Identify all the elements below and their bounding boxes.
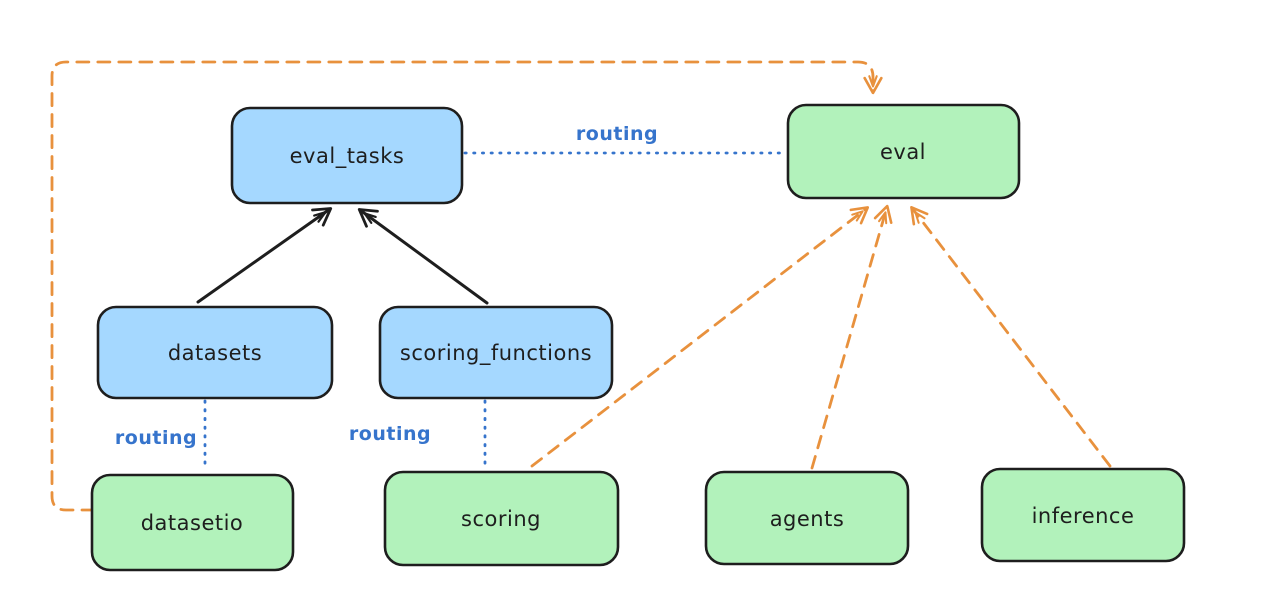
routing-label-eval-tasks-eval: routing (576, 123, 658, 145)
node-inference-label: inference (1032, 504, 1135, 528)
node-eval-tasks-box (230, 106, 464, 205)
node-scoring-functions-label: scoring_functions (400, 341, 592, 366)
node-datasets: datasets (96, 305, 334, 400)
node-scoring-label: scoring (461, 507, 541, 531)
node-scoring-box (383, 470, 620, 567)
node-datasets-label: datasets (168, 341, 262, 365)
node-scoring-functions: scoring_functions (378, 305, 614, 400)
node-agents: agents (704, 470, 910, 566)
edge-scoring-functions-to-eval-tasks (357, 208, 489, 305)
node-scoring: scoring (383, 470, 620, 567)
node-inference: inference (980, 467, 1186, 563)
edge-datasets-to-eval-tasks (196, 207, 333, 304)
node-agents-label: agents (770, 507, 845, 531)
node-eval-label: eval (880, 140, 926, 164)
node-datasetio-box (90, 473, 295, 572)
edge-agents-to-eval (810, 204, 893, 470)
node-agents-box (704, 470, 910, 566)
node-datasets-box (96, 305, 334, 400)
node-eval-tasks-label: eval_tasks (290, 144, 405, 169)
node-eval: eval (786, 103, 1021, 200)
edge-inference-to-eval (910, 205, 1112, 468)
routing-label-datasets-datasetio: routing (115, 427, 197, 449)
node-eval-box (786, 103, 1021, 200)
routing-label-scoring-functions-scoring: routing (349, 423, 431, 445)
node-scoring-functions-box (378, 305, 614, 400)
node-datasetio-label: datasetio (141, 511, 244, 535)
node-datasetio: datasetio (90, 473, 295, 572)
edge-datasetio-to-eval (50, 60, 883, 512)
node-eval-tasks: eval_tasks (230, 106, 464, 205)
node-inference-box (980, 467, 1186, 563)
edge-scoring-to-eval (530, 206, 870, 468)
